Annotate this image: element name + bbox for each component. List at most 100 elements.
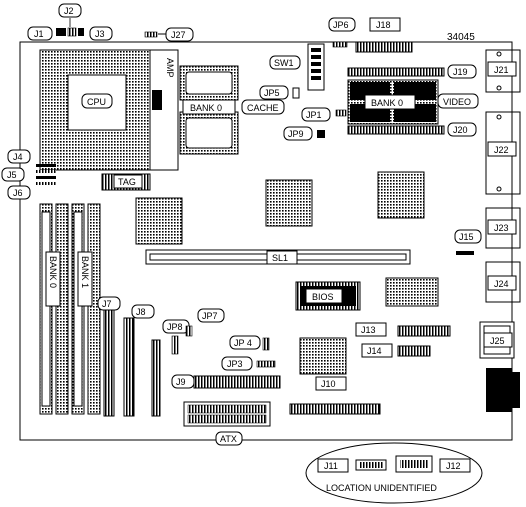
svg-text:JP8: JP8 [167,322,183,332]
chip-left [135,197,183,245]
label-jp8: JP8 [162,319,190,334]
svg-text:JP7: JP7 [202,311,218,321]
svg-text:JP5: JP5 [264,88,280,98]
connector-bottom-right [486,368,520,412]
header-j10 [289,403,381,415]
svg-text:JP6: JP6 [333,20,349,30]
label-jp5: JP5 [259,85,289,100]
label-j10: J10 [315,376,347,391]
label-j24: J24 [487,275,517,291]
header-j20 [347,125,445,135]
svg-text:J22: J22 [494,145,509,155]
label-jp6: JP6 [328,17,356,32]
label-jp9: JP9 [283,126,313,141]
label-sw1: SW1 [269,55,301,70]
label-atx: ATX [215,431,243,446]
label-bank0-video: BANK 0 [364,94,416,110]
header-j9 [151,339,281,417]
svg-text:BANK 1: BANK 1 [80,256,90,288]
svg-text:J25: J25 [490,336,505,346]
label-j23: J23 [487,219,517,235]
label-j22: J22 [487,141,517,157]
connector-j12 [395,455,433,473]
inset-ellipse [305,442,483,504]
label-jp4: JP 4 [229,335,261,350]
label-jp1: JP1 [301,107,331,122]
label-bank1-simm: BANK 1 [77,251,93,307]
svg-text:J7: J7 [102,299,112,309]
label-j8: J8 [131,304,155,319]
jumper-jp7 [185,325,193,337]
svg-text:SW1: SW1 [274,58,294,68]
svg-text:J8: J8 [136,307,146,317]
svg-text:J3: J3 [95,29,105,39]
label-j15: J15 [454,229,482,244]
chip-center-bottom [299,337,347,375]
label-amp: AMP [165,58,175,78]
label-j25: J25 [483,332,513,348]
label-j1: J1 [27,26,53,41]
svg-text:J21: J21 [494,65,509,75]
header-j13 [397,325,451,337]
label-bank0-simm: BANK 0 [45,251,61,307]
svg-text:JP9: JP9 [288,129,304,139]
label-j19: J19 [447,64,477,79]
switch-sw1 [307,43,325,91]
svg-text:J15: J15 [459,232,474,242]
label-tag: TAG [113,174,143,189]
svg-text:J1: J1 [34,29,44,39]
label-j21: J21 [487,61,517,77]
label-jp3: JP3 [221,356,253,371]
svg-text:JP1: JP1 [306,110,322,120]
label-j14: J14 [361,343,393,358]
label-j3: J3 [89,26,113,41]
inset-caption: LOCATION UNIDENTIFIED [326,483,437,493]
label-cache: CACHE [241,99,285,115]
label-video: VIDEO [437,93,479,109]
chip-right [377,171,425,219]
label-bios: BIOS [305,288,343,304]
svg-text:J27: J27 [171,30,186,40]
svg-text:J11: J11 [324,461,338,471]
svg-text:TAG: TAG [118,177,136,187]
svg-text:J2: J2 [64,6,74,16]
label-j20: J20 [447,122,477,137]
svg-text:BANK 0: BANK 0 [190,103,222,113]
svg-text:ATX: ATX [220,434,237,444]
video-memory [347,79,439,125]
cpu-socket [39,49,179,171]
label-sl1: SL1 [266,250,298,265]
label-j4: J4 [7,149,31,164]
svg-text:J6: J6 [13,188,23,198]
jumper-jp5 [292,87,300,99]
label-j5: J5 [1,167,25,182]
svg-text:J18: J18 [376,20,391,30]
label-j12: J12 [439,458,471,473]
header-j14 [397,345,431,357]
svg-text:J4: J4 [13,152,23,162]
label-cpu: CPU [81,93,113,109]
label-j27: J27 [165,27,194,42]
svg-text:J5: J5 [7,170,17,180]
label-j11: J11 [317,458,349,473]
label-j2: J2 [58,3,82,18]
svg-text:J24: J24 [494,279,509,289]
svg-text:JP3: JP3 [227,359,243,369]
svg-text:CACHE: CACHE [247,103,279,113]
svg-text:J12: J12 [446,461,461,471]
svg-text:BIOS: BIOS [312,292,334,302]
label-j7: J7 [97,296,121,311]
jumper-j27 [144,31,166,38]
jumper-jp8 [171,335,179,355]
jumper-j1-j2-j3 [56,18,84,37]
header-j7 [103,309,115,417]
jumper-jp6 [332,41,348,48]
jumpers-j4-j5-j6 [36,164,56,185]
svg-text:J20: J20 [453,125,468,135]
svg-text:BANK 0: BANK 0 [371,98,403,108]
chip-near-bios [385,277,439,307]
chip-center [265,179,313,227]
svg-text:JP 4: JP 4 [234,338,252,348]
